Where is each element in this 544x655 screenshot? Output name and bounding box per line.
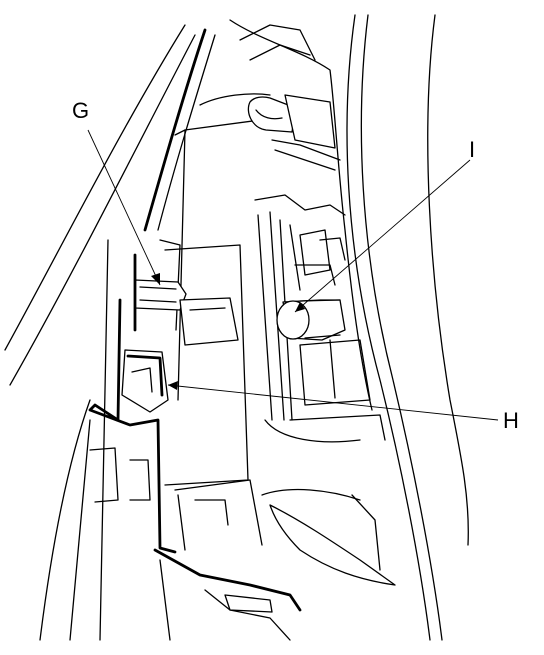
lower-panel [153,244,302,641]
leader-lines [87,129,499,421]
arrow-g-icon [151,273,160,285]
lower-recess [261,488,396,586]
inner-trim-panel [159,19,373,411]
callout-i: I [469,137,476,162]
callout-g: G [72,98,90,123]
left-lower-trim [69,239,177,641]
upper-clip [247,94,341,171]
tab-h [121,349,169,413]
clip-g [133,253,239,346]
clip-i [276,299,346,341]
callout-h: H [503,408,519,433]
right-trim-panel [346,14,469,641]
arrow-i-icon [295,302,305,312]
arrow-h-icon [168,381,178,390]
